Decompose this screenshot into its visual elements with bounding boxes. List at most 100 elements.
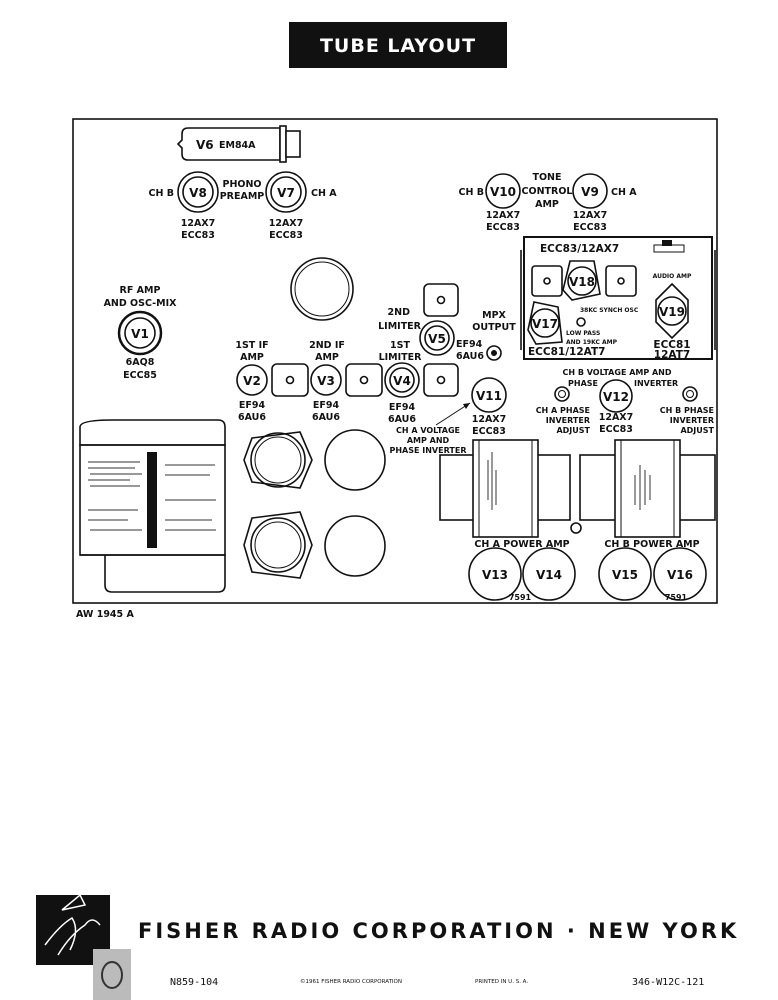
svg-text:LIMITER: LIMITER	[378, 321, 422, 332]
svg-text:V2: V2	[243, 374, 261, 388]
page-title: TUBE LAYOUT	[320, 35, 476, 57]
svg-text:V6: V6	[196, 138, 214, 152]
tube-v4: 1ST LIMITER V4 EF94 6AU6	[379, 340, 423, 425]
output-transformer-a	[439, 439, 571, 538]
svg-text:12AX7: 12AX7	[269, 218, 304, 229]
mpx-output-jack: MPX OUTPUT	[472, 310, 516, 361]
svg-text:AND OSC-MIX: AND OSC-MIX	[104, 298, 178, 309]
member-seal	[93, 949, 131, 1000]
svg-text:V11: V11	[476, 389, 502, 403]
svg-text:1ST: 1ST	[390, 340, 410, 351]
tube-v9: V9 CH A 12AX7 ECC83	[572, 173, 637, 233]
ch-b-power-amp-label: CH B POWER AMP	[604, 539, 699, 550]
company-name: FISHER RADIO CORPORATION · NEW YORK	[138, 919, 739, 943]
tube-v1: RF AMP AND OSC-MIX V1 6AQ8 ECC85	[104, 285, 178, 381]
preamp-label: PREAMP	[220, 191, 265, 202]
screw-hole	[570, 522, 582, 534]
svg-text:PHASE: PHASE	[568, 379, 598, 388]
phono-label: PHONO	[222, 179, 261, 190]
svg-text:V4: V4	[393, 374, 411, 388]
if-transformer-1	[271, 363, 309, 397]
ch-a-power-amp-label: CH A POWER AMP	[474, 539, 569, 550]
svg-text:38KC SYNCH OSC: 38KC SYNCH OSC	[580, 307, 639, 314]
svg-text:INVERTER: INVERTER	[670, 416, 714, 425]
svg-text:V16: V16	[667, 568, 693, 582]
svg-text:CH B PHASE: CH B PHASE	[660, 406, 714, 415]
svg-text:V17: V17	[532, 317, 558, 331]
svg-text:EF94: EF94	[389, 402, 416, 413]
if-transformer-2	[345, 363, 383, 397]
filter-capacitor-4	[324, 515, 386, 577]
svg-text:V10: V10	[490, 185, 516, 199]
ch-b-phase-inverter-adjust: CH B PHASE INVERTER ADJUST	[660, 386, 715, 435]
svg-text:12AX7: 12AX7	[181, 218, 216, 229]
svg-text:LOW PASS: LOW PASS	[566, 330, 600, 337]
if-transformer-4	[423, 283, 459, 317]
svg-text:6AU6: 6AU6	[388, 414, 416, 425]
svg-text:ECC83: ECC83	[599, 424, 633, 435]
svg-text:ECC83/12AX7: ECC83/12AX7	[540, 243, 619, 255]
svg-text:1ST IF: 1ST IF	[235, 340, 268, 351]
svg-text:CH B: CH B	[149, 188, 174, 199]
svg-text:V15: V15	[612, 568, 638, 582]
control-label: CONTROL	[522, 186, 573, 197]
svg-text:EF94: EF94	[239, 400, 266, 411]
svg-text:6AU6: 6AU6	[456, 351, 484, 362]
can-capacitor	[290, 257, 354, 321]
tube-v7: V7 CH A 12AX7 ECC83	[265, 171, 337, 241]
svg-text:V12: V12	[603, 390, 629, 404]
svg-text:ECC85: ECC85	[123, 370, 157, 381]
tube-v2: 1ST IF AMP V2 EF94 6AU6	[235, 340, 268, 423]
chassis-outline	[72, 118, 718, 604]
amp-label: AMP	[535, 199, 559, 210]
code-left: N859-104	[170, 977, 218, 988]
ch-a-phase-inverter-adjust: CH A PHASE INVERTER ADJUST	[536, 386, 591, 435]
multiplex-adapter: ECC83/12AX7 V18 38KC SYNCH OSC V17 LOW P…	[520, 236, 716, 361]
svg-text:ECC83: ECC83	[181, 230, 215, 241]
svg-text:ADJUST: ADJUST	[556, 426, 590, 435]
svg-text:12AT7: 12AT7	[654, 349, 690, 361]
svg-text:ECC83: ECC83	[573, 222, 607, 233]
tube-v5: 2ND LIMITER V5 EF94 6AU6	[378, 307, 484, 362]
tube-v16: V16	[653, 547, 707, 601]
tube-v8: V8 CH B 12AX7 ECC83	[149, 171, 219, 241]
svg-text:ECC81: ECC81	[653, 339, 690, 351]
filter-capacitor-3	[324, 429, 386, 491]
title-banner	[289, 22, 507, 68]
tube-v11: V11 12AX7 ECC83 CH A VOLTAGE AMP AND PHA…	[390, 377, 507, 455]
svg-text:2ND IF: 2ND IF	[309, 340, 345, 351]
svg-text:AMP: AMP	[240, 352, 264, 363]
tube-v3: 2ND IF AMP V3 EF94 6AU6	[309, 340, 345, 423]
svg-text:EF94: EF94	[313, 400, 340, 411]
svg-text:AND 19KC AMP: AND 19KC AMP	[566, 339, 618, 346]
power-tube-type-b: 7591	[665, 593, 688, 602]
svg-text:CH B: CH B	[459, 187, 484, 198]
svg-text:AUDIO AMP: AUDIO AMP	[653, 273, 692, 280]
svg-text:MPX: MPX	[482, 310, 506, 321]
svg-text:V14: V14	[536, 568, 562, 582]
svg-text:V9: V9	[581, 185, 599, 199]
output-transformer-b	[579, 439, 716, 538]
tube-v6: V6 EM84A	[176, 125, 301, 163]
svg-text:6AU6: 6AU6	[312, 412, 340, 423]
svg-text:V19: V19	[659, 305, 685, 319]
drawing-number: AW 1945 A	[76, 609, 134, 620]
svg-text:OUTPUT: OUTPUT	[472, 322, 516, 333]
tube-v14: V14	[522, 547, 576, 601]
power-tube-type-a: 7591	[509, 593, 532, 602]
svg-text:AMP AND: AMP AND	[407, 436, 450, 445]
filter-capacitor-1	[243, 431, 313, 489]
svg-text:V5: V5	[428, 332, 446, 346]
svg-text:EM84A: EM84A	[219, 140, 256, 151]
svg-text:ECC81/12AT7: ECC81/12AT7	[528, 346, 605, 358]
tube-v15: V15	[598, 547, 652, 601]
svg-text:V7: V7	[277, 186, 295, 200]
svg-text:V13: V13	[482, 568, 508, 582]
svg-text:CH B VOLTAGE AMP AND: CH B VOLTAGE AMP AND	[562, 368, 671, 377]
svg-text:V8: V8	[189, 186, 207, 200]
filter-capacitor-2	[243, 511, 313, 579]
copyright: ©1961 FISHER RADIO CORPORATION	[300, 978, 402, 985]
svg-text:ECC83: ECC83	[472, 426, 506, 437]
tone-label: TONE	[533, 172, 562, 183]
